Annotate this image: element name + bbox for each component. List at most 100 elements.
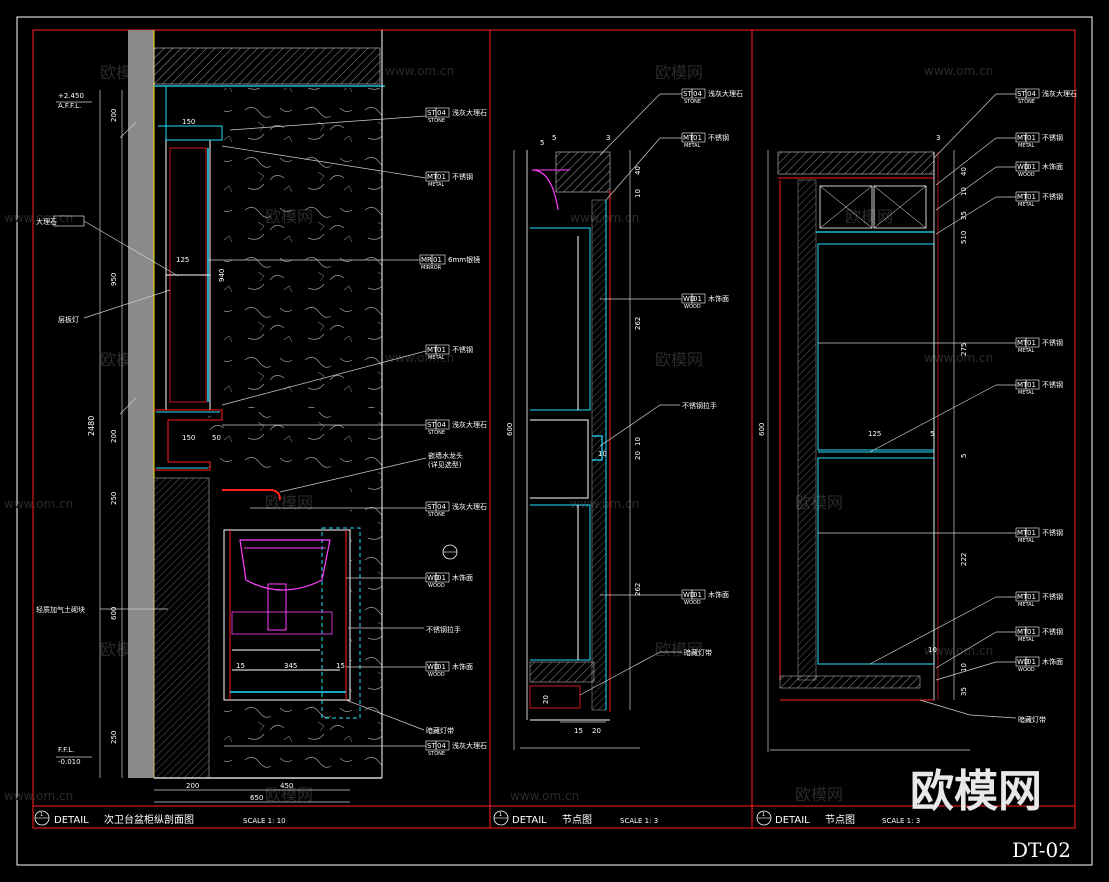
svg-text:04: 04 <box>437 742 446 750</box>
svg-text:WD: WD <box>1017 163 1029 171</box>
svg-text:ST: ST <box>683 90 692 98</box>
svg-text:DETAIL: DETAIL <box>775 815 810 826</box>
svg-text:不锈钢: 不锈钢 <box>1042 627 1063 636</box>
svg-text:40: 40 <box>960 167 968 176</box>
svg-text:STONE: STONE <box>1018 99 1035 105</box>
svg-text:F.F.L.: F.F.L. <box>58 746 74 754</box>
svg-text:10: 10 <box>634 437 642 446</box>
section-drawing <box>128 30 385 779</box>
panel-title-1: 1 DETAIL 次卫台盆柜纵剖面图 SCALE 1: 10 <box>34 810 286 826</box>
sheet-red-frame <box>32 29 1076 829</box>
svg-text:WD: WD <box>427 574 439 582</box>
svg-text:节点图: 节点图 <box>825 814 855 826</box>
svg-text:浅灰大理石: 浅灰大理石 <box>452 741 487 750</box>
svg-text:DETAIL: DETAIL <box>512 815 547 826</box>
svg-text:345: 345 <box>284 662 297 670</box>
svg-text:MT: MT <box>427 173 438 181</box>
svg-text:01: 01 <box>1027 628 1036 636</box>
svg-text:15: 15 <box>336 662 345 670</box>
svg-text:MT: MT <box>1017 134 1028 142</box>
svg-text:MT: MT <box>1017 628 1028 636</box>
svg-text:125: 125 <box>176 256 189 264</box>
svg-text:www.om.cn: www.om.cn <box>510 789 579 803</box>
svg-text:WOOD: WOOD <box>684 600 701 606</box>
svg-text:WD: WD <box>427 663 439 671</box>
svg-text:01: 01 <box>437 663 446 671</box>
svg-text:欧模网: 欧模网 <box>845 207 893 226</box>
marble-wall-upper <box>224 88 382 408</box>
svg-text:10: 10 <box>960 187 968 196</box>
svg-text:04: 04 <box>693 90 702 98</box>
svg-text:METAL: METAL <box>1018 602 1035 608</box>
svg-text:200: 200 <box>110 109 118 122</box>
svg-text:MT: MT <box>1017 381 1028 389</box>
svg-text:20: 20 <box>592 727 601 735</box>
svg-text:2480: 2480 <box>87 416 96 436</box>
svg-text:01: 01 <box>1027 163 1036 171</box>
svg-text:木饰面: 木饰面 <box>708 590 729 599</box>
svg-text:不锈钢: 不锈钢 <box>1042 192 1063 201</box>
svg-text:次卫台盆柜纵剖面图: 次卫台盆柜纵剖面图 <box>104 813 194 826</box>
svg-text:20: 20 <box>542 695 550 704</box>
svg-text:MT: MT <box>1017 529 1028 537</box>
svg-text:250: 250 <box>110 492 118 505</box>
svg-text:DETAIL: DETAIL <box>54 815 89 826</box>
svg-text:510: 510 <box>960 231 968 244</box>
svg-text:浅灰大理石: 浅灰大理石 <box>708 89 743 98</box>
svg-text:METAL: METAL <box>1018 348 1035 354</box>
svg-text:6mm银镜: 6mm银镜 <box>448 255 480 264</box>
svg-text:不锈钢: 不锈钢 <box>452 345 473 354</box>
svg-text:欧模网: 欧模网 <box>655 350 703 369</box>
svg-text:5: 5 <box>960 454 968 458</box>
svg-text:不锈钢拉手: 不锈钢拉手 <box>682 401 717 410</box>
sheet-number: DT-02 <box>1012 838 1071 862</box>
svg-text:600: 600 <box>758 423 766 436</box>
svg-text:01: 01 <box>433 256 442 264</box>
svg-text:www.om.cn: www.om.cn <box>4 211 73 225</box>
svg-text:940: 940 <box>218 269 226 282</box>
svg-text:01: 01 <box>437 173 446 181</box>
svg-text:01: 01 <box>693 134 702 142</box>
svg-text:木饰面: 木饰面 <box>452 662 473 671</box>
svg-text:不锈钢: 不锈钢 <box>1042 338 1063 347</box>
svg-text:木饰面: 木饰面 <box>708 294 729 303</box>
svg-text:10: 10 <box>928 646 937 654</box>
svg-text:WOOD: WOOD <box>1018 667 1035 673</box>
svg-text:04: 04 <box>437 503 446 511</box>
svg-text:262: 262 <box>634 583 642 596</box>
svg-text:1: 1 <box>762 812 765 818</box>
svg-text:WOOD: WOOD <box>684 304 701 310</box>
svg-text:METAL: METAL <box>428 182 445 188</box>
brand-logo: 欧模网 <box>910 766 1042 817</box>
svg-text:3: 3 <box>936 134 940 142</box>
svg-text:5: 5 <box>930 430 934 438</box>
svg-text:不锈钢: 不锈钢 <box>452 172 473 181</box>
svg-text:不锈钢: 不锈钢 <box>1042 592 1063 601</box>
svg-text:450: 450 <box>280 782 293 790</box>
svg-text:04: 04 <box>437 421 446 429</box>
svg-text:STONE: STONE <box>428 430 445 436</box>
svg-text:650: 650 <box>250 794 263 802</box>
svg-text:01: 01 <box>693 295 702 303</box>
svg-text:01: 01 <box>693 591 702 599</box>
svg-text:欧模网: 欧模网 <box>655 640 703 659</box>
svg-text:3: 3 <box>606 134 610 142</box>
panel-title-3: 1 DETAIL 节点图 SCALE 1: 3 <box>756 810 920 826</box>
svg-text:15: 15 <box>236 662 245 670</box>
svg-text:不锈钢: 不锈钢 <box>1042 528 1063 537</box>
svg-text:大理石: 大理石 <box>36 217 57 226</box>
svg-text:40: 40 <box>634 166 642 175</box>
block-wall-hatch <box>153 477 210 779</box>
svg-text:METAL: METAL <box>1018 538 1035 544</box>
tag-handle: 不锈钢拉手 <box>426 625 461 634</box>
svg-text:10: 10 <box>598 450 607 458</box>
svg-text:METAL: METAL <box>1018 202 1035 208</box>
svg-text:不锈钢: 不锈钢 <box>1042 380 1063 389</box>
faucet <box>222 489 281 501</box>
svg-text:www.om.cn: www.om.cn <box>924 644 993 658</box>
